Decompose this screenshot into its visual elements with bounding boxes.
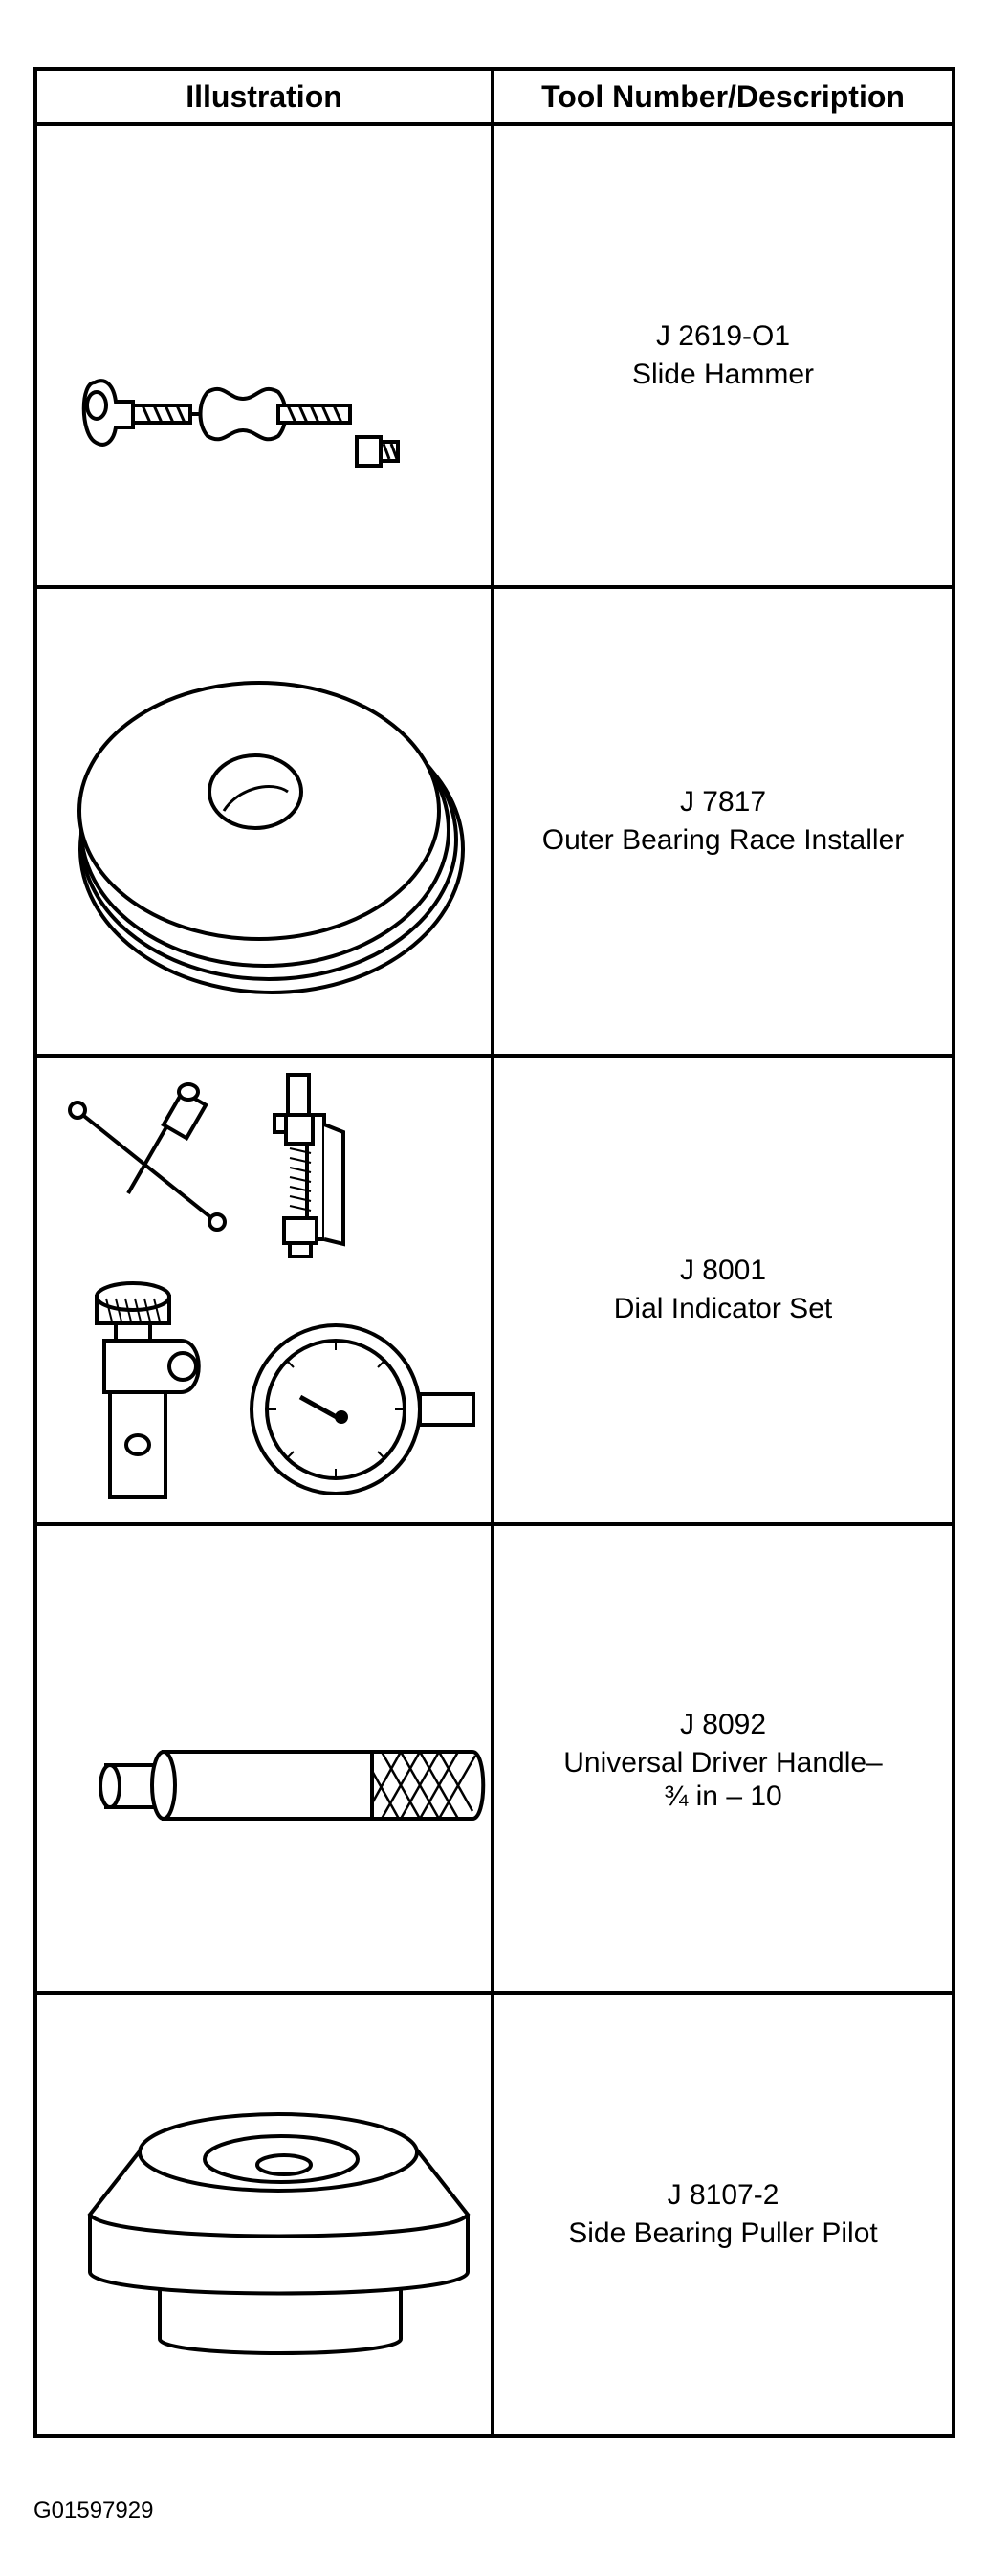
table-row: J 7817 Outer Bearing Race Installer [37,585,952,1054]
illustration-cell [37,1526,494,1991]
tool-number: J 2619-O1 [655,320,791,352]
description-cell: J 7817 Outer Bearing Race Installer [494,589,952,1054]
tool-size: ¾ in – 10 [664,1780,782,1812]
race-installer-icon [77,681,465,994]
tool-description: Side Bearing Puller Pilot [568,2217,878,2249]
table-row: J 2619-O1 Slide Hammer [37,126,952,585]
header-illustration: Illustration [37,71,494,122]
tool-number: J 7817 [679,786,767,818]
table-header: Illustration Tool Number/Description [37,71,952,126]
table-row: J 8092 Universal Driver Handle– ¾ in – 1… [37,1522,952,1991]
illustration-cell [37,126,494,585]
description-cell: J 8107-2 Side Bearing Puller Pilot [494,1995,952,2434]
tool-number: J 8092 [679,1709,767,1740]
tool-table: Illustration Tool Number/Description [33,67,955,2438]
tool-description: Slide Hammer [631,359,815,390]
description-cell: J 2619-O1 Slide Hammer [494,126,952,585]
tool-description: Outer Bearing Race Installer [541,824,905,856]
tool-description: Dial Indicator Set [613,1293,833,1324]
puller-pilot-icon [87,2112,471,2355]
dial-indicator-set-icon [68,1073,475,1499]
header-tool-description: Tool Number/Description [541,78,905,114]
table-row: J 8107-2 Side Bearing Puller Pilot [37,1991,952,2434]
table-row: J 8001 Dial Indicator Set [37,1054,952,1522]
figure-id: G01597929 [33,2498,154,2523]
description-cell: J 8001 Dial Indicator Set [494,1058,952,1522]
tool-number: J 8001 [679,1255,767,1286]
slide-hammer-icon [81,379,400,468]
description-cell: J 8092 Universal Driver Handle– ¾ in – 1… [494,1526,952,1991]
illustration-cell [37,589,494,1054]
illustration-cell [37,1995,494,2434]
tool-number: J 8107-2 [667,2179,779,2211]
tool-description: Universal Driver Handle– [563,1747,883,1779]
driver-handle-icon [99,1750,486,1821]
illustration-cell [37,1058,494,1522]
